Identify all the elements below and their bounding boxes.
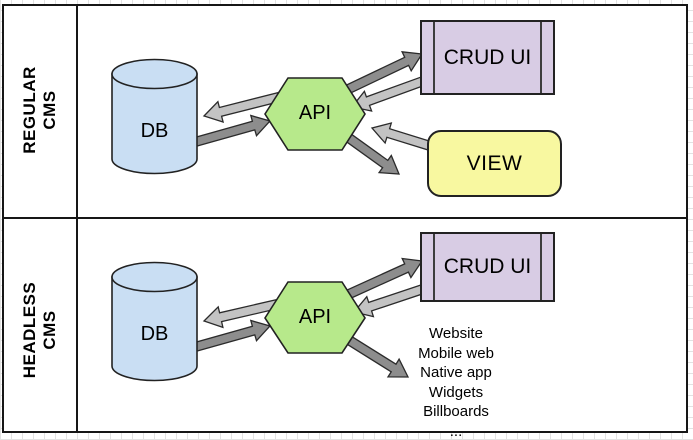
channel-item: Billboards — [423, 403, 489, 420]
db-node-label: DB — [140, 323, 169, 345]
channel-item: Website — [429, 325, 483, 342]
crud-to-api-arrow-2 — [352, 282, 429, 318]
channel-item: Mobile web — [418, 344, 494, 362]
api-to-channels-arrow — [340, 332, 410, 378]
db-node-label: DB — [140, 120, 169, 142]
db-cylinder-top — [111, 58, 198, 90]
db-cylinder-body — [111, 73, 198, 175]
channels-list: Website Mobile web Native app Widgets Bi… — [381, 324, 531, 440]
db-cylinder-body — [111, 276, 198, 382]
crud-ui-node-label: CRUD UI — [443, 45, 532, 69]
channel-item: Native app — [420, 364, 492, 381]
api-node-label: API — [298, 306, 332, 328]
api-hexagon — [264, 77, 366, 151]
channel-item: Widgets — [428, 383, 484, 401]
db-to-api-arrow — [185, 114, 272, 150]
channel-item: ... — [449, 422, 463, 440]
row-divider — [2, 217, 688, 219]
crud-ui-node: CRUD UI — [420, 20, 555, 95]
view-node-label: VIEW — [466, 151, 523, 175]
view-node: VIEW — [427, 130, 562, 197]
crud-ui-node: CRUD UI — [420, 232, 555, 302]
db-cylinder-top — [111, 261, 198, 293]
db-to-api-arrow-2 — [185, 319, 272, 355]
api-node-label: API — [298, 102, 332, 124]
crud-ui-node-label: CRUD UI — [443, 255, 532, 278]
api-hexagon — [264, 281, 366, 354]
